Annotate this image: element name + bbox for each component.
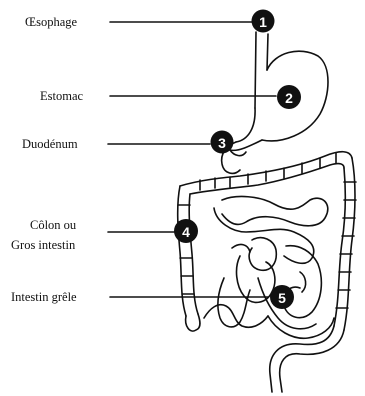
marker-4-number: 4 bbox=[182, 224, 190, 240]
label-estomac: Estomac bbox=[40, 89, 83, 103]
label-colon-line1: Côlon ou bbox=[30, 218, 76, 232]
label-oesophage: Œsophage bbox=[25, 15, 77, 29]
small-intestine-shape bbox=[204, 197, 334, 339]
marker-5-number: 5 bbox=[278, 290, 286, 306]
label-duodenum: Duodénum bbox=[22, 137, 78, 151]
marker-1-number: 1 bbox=[259, 14, 267, 30]
label-colon-line2: Gros intestin bbox=[11, 238, 75, 252]
label-intestin-grele: Intestin grêle bbox=[11, 290, 77, 304]
marker-2-number: 2 bbox=[285, 90, 293, 106]
rectum-shape bbox=[280, 330, 344, 392]
marker-3-number: 3 bbox=[218, 135, 226, 151]
